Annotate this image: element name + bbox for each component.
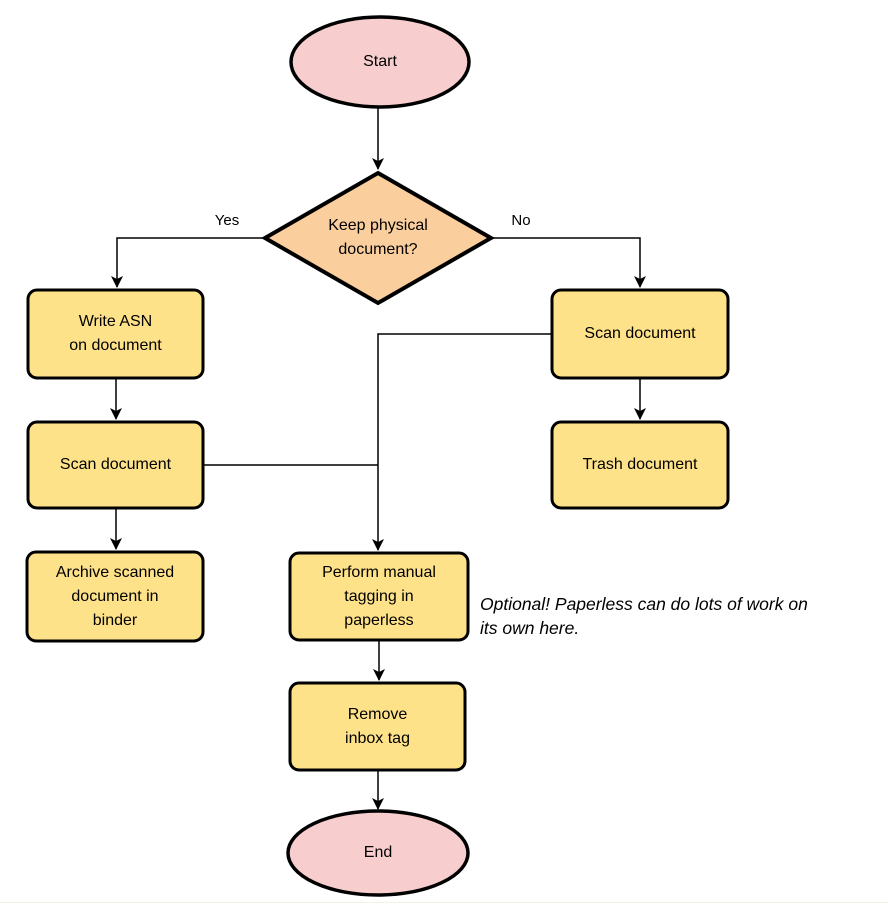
write-asn-node-shape <box>26 288 205 380</box>
bottom-divider <box>0 902 888 903</box>
scan-document-right-node-shape <box>550 288 730 380</box>
annotation-optional-note: Optional! Paperless can do lots of work … <box>480 594 808 638</box>
edge-decision-no-to-scan-right <box>492 237 646 288</box>
end-node-shape <box>286 809 470 897</box>
perform-tagging-node-shape <box>288 551 470 642</box>
remove-inbox-tag-node-shape <box>288 681 467 772</box>
archive-scanned-node-shape <box>25 550 205 643</box>
edge-decision-yes-to-write-asn <box>111 237 264 288</box>
scan-document-left-node-shape <box>26 420 205 510</box>
trash-document-node-shape <box>550 420 730 510</box>
decision-diamond-shape <box>260 170 496 306</box>
start-node-shape <box>289 15 471 109</box>
edge-label-yes: Yes <box>214 212 240 229</box>
edge-label-no: No <box>511 212 531 229</box>
edge-scan-right-to-perform-tagging <box>372 333 551 551</box>
